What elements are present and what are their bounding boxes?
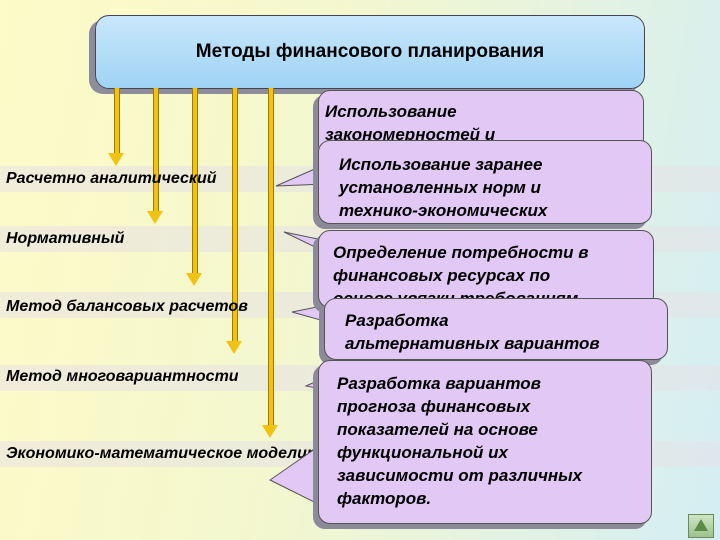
- arrow-method-3: [186, 88, 202, 286]
- arrow-method-4: [226, 88, 242, 354]
- diagram-title-box: Методы финансового планирования: [95, 15, 645, 89]
- callout-tail-5: [269, 443, 323, 507]
- callout-2: Использование заранее установленных норм…: [318, 140, 652, 224]
- callout-4: Разработка альтернативных вариантов: [324, 298, 668, 360]
- callout-5: Разработка вариантов прогноза финансовых…: [318, 360, 652, 524]
- callout-3: Определение потребности в финансовых рес…: [318, 230, 654, 308]
- arrow-method-2: [147, 88, 163, 224]
- diagram-title: Методы финансового планирования: [195, 41, 545, 62]
- method-label-4: Метод многовариантности: [6, 368, 239, 385]
- triangle-up-icon[interactable]: [688, 514, 714, 538]
- method-label-1: Расчетно аналитический: [6, 170, 217, 187]
- arrow-method-1: [108, 88, 124, 166]
- method-label-2: Нормативный: [6, 230, 125, 247]
- method-label-5: Экономико-математическое моделирование: [6, 445, 374, 462]
- method-label-3: Метод балансовых расчетов: [6, 298, 248, 315]
- arrow-method-5: [262, 88, 278, 438]
